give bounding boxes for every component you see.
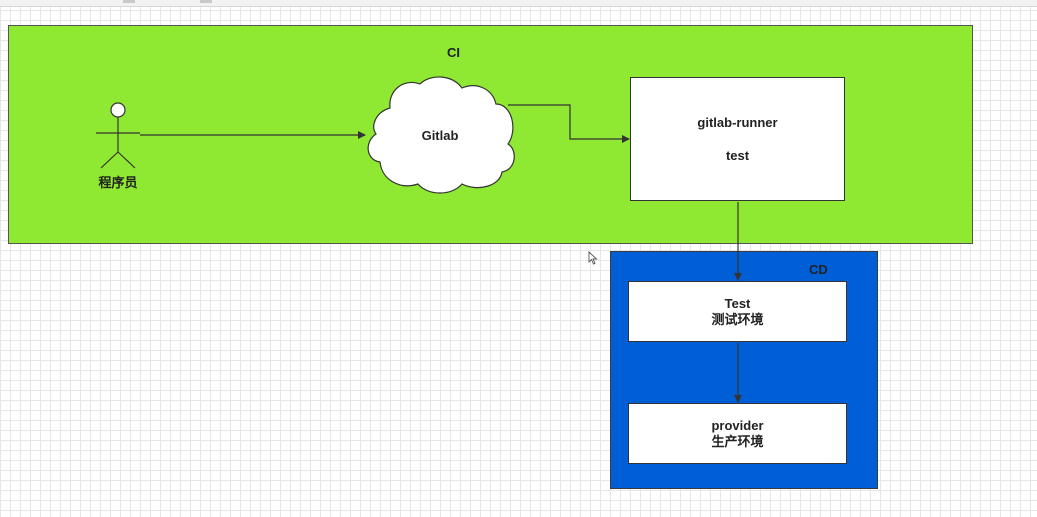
test-env-title: Test xyxy=(724,295,751,311)
runner-title: gitlab-runner xyxy=(697,114,778,130)
top-toolbar-strip xyxy=(0,0,1037,7)
actor-label: 程序员 xyxy=(98,175,138,190)
cd-region-label: CD xyxy=(809,262,828,277)
provider-env-title: provider xyxy=(711,417,764,433)
toolbar-tick xyxy=(123,0,135,3)
test-env-subtitle: 测试环境 xyxy=(711,311,764,327)
gitlab-runner-box[interactable]: gitlab-runner test xyxy=(630,77,845,201)
test-environment-box[interactable]: Test 测试环境 xyxy=(628,281,847,342)
mouse-pointer-icon xyxy=(588,251,598,265)
runner-subtitle: test xyxy=(725,147,750,163)
provider-env-subtitle: 生产环境 xyxy=(711,433,764,449)
provider-environment-box[interactable]: provider 生产环境 xyxy=(628,403,847,464)
gitlab-label: Gitlab xyxy=(421,128,459,143)
toolbar-tick xyxy=(200,0,212,3)
ci-region-label: CI xyxy=(447,45,460,60)
